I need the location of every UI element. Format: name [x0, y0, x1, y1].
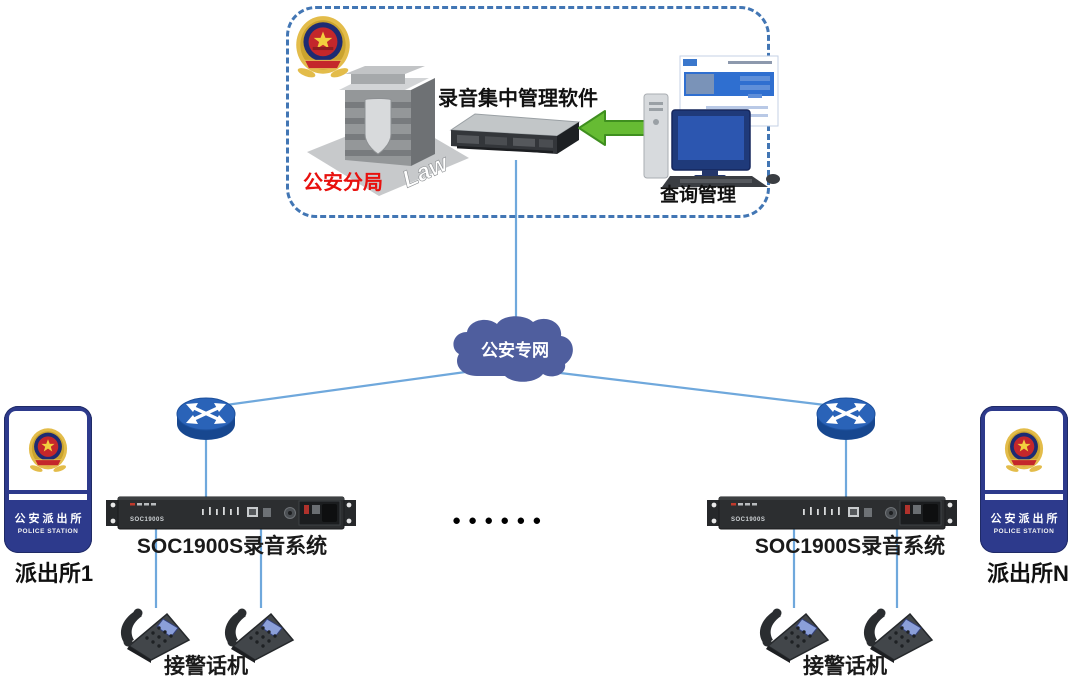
recording-software-label: 录音集中管理软件: [438, 88, 598, 110]
recorder-model-text: SOC1900S: [130, 517, 164, 523]
police-emblem-icon: [296, 16, 350, 78]
sign-divider: [9, 494, 87, 500]
police-emblem-icon: [28, 427, 68, 472]
police-emblem-icon: [1004, 427, 1044, 472]
recorder-device-right: SOC1900S: [707, 496, 957, 530]
law-building-icon: Law: [307, 66, 469, 196]
sign-en-text: POLICE STATION: [17, 528, 79, 535]
recorder-device-left: SOC1900S: [106, 496, 356, 530]
sign-divider: [985, 494, 1063, 500]
recorder-label-left: SOC1900S录音系统: [136, 535, 328, 558]
router-icon-right: [816, 397, 876, 440]
police-station-sign-right: 公安派出所 POLICE STATION: [980, 406, 1068, 553]
station-name-right: 派出所N: [987, 561, 1069, 586]
station-name-left: 派出所1: [14, 561, 94, 586]
police-station-sign-left: 公安派出所 POLICE STATION: [4, 406, 92, 553]
link-cloud-left-router: [203, 368, 481, 410]
phones-label-left: 接警话机: [164, 655, 248, 678]
query-workstation-icon: [643, 55, 780, 187]
desk-phone-icon: [120, 608, 191, 663]
recorder-model-text: SOC1900S: [731, 517, 765, 523]
bureau-name-label: 公安分局: [303, 172, 383, 194]
phones-label-right: 接警话机: [803, 655, 887, 678]
central-server-icon: [449, 113, 581, 154]
sign-emblem-panel: [985, 411, 1063, 490]
cloud-label: 公安专网: [481, 340, 549, 360]
query-management-label: 查询管理: [660, 185, 737, 206]
desk-phone-icon: [759, 608, 830, 663]
recorder-label-right: SOC1900S录音系统: [754, 535, 946, 558]
sign-cn-text: 公安派出所: [14, 513, 85, 525]
sign-cn-text: 公安派出所: [990, 513, 1061, 525]
link-cloud-right-router: [551, 370, 851, 410]
router-icon-left: [176, 397, 236, 440]
desk-phone-icon: [863, 608, 934, 663]
more-stations-ellipsis: ●●●●●●: [452, 512, 549, 529]
desk-phone-icon: [224, 608, 295, 663]
sign-en-text: POLICE STATION: [993, 528, 1055, 535]
sign-emblem-panel: [9, 411, 87, 490]
police-network-cloud-icon: 公安专网: [453, 316, 573, 382]
